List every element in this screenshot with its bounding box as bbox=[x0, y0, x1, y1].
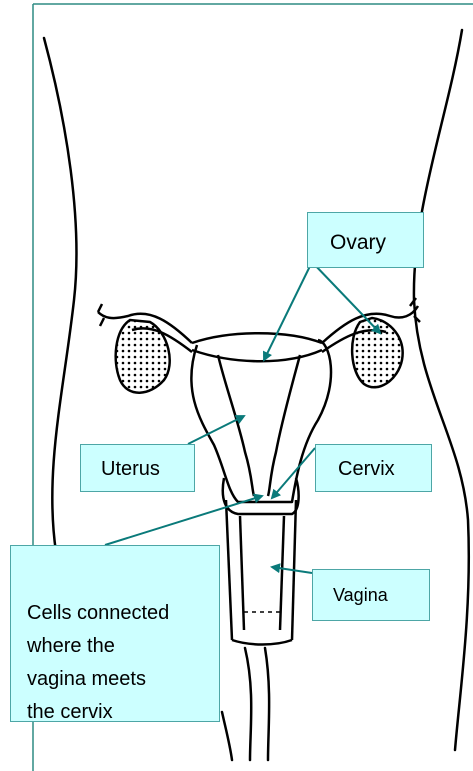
ovary-arrow-right bbox=[312, 262, 380, 333]
vagina-arrow bbox=[272, 567, 312, 573]
uterus-label: Uterus bbox=[80, 444, 195, 492]
cells-note-text: Cells connected where the vagina meets t… bbox=[27, 597, 209, 729]
cells-arrow bbox=[105, 496, 262, 545]
vagina-label-text: Vagina bbox=[333, 585, 429, 606]
uterus-arrow bbox=[188, 416, 244, 444]
ovary-label: Ovary bbox=[307, 212, 424, 268]
ovary-label-text: Ovary bbox=[330, 231, 423, 255]
uterus-label-text: Uterus bbox=[101, 458, 194, 481]
cells-note-label: Cells connected where the vagina meets t… bbox=[10, 545, 220, 722]
ovary-arrow-left bbox=[264, 262, 312, 360]
cervix-label-text: Cervix bbox=[338, 458, 431, 481]
vagina-label: Vagina bbox=[312, 569, 430, 621]
label-arrows bbox=[105, 262, 380, 573]
right-ovary bbox=[352, 318, 402, 387]
left-ovary bbox=[116, 320, 170, 393]
cervix-label: Cervix bbox=[315, 444, 432, 492]
